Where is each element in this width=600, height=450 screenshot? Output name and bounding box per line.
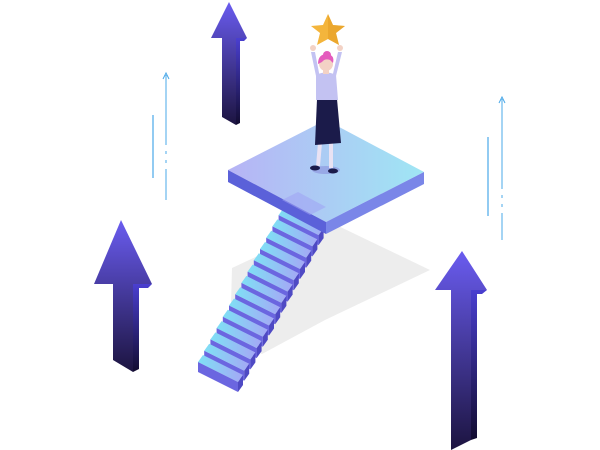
stair-side	[256, 341, 262, 359]
stair-side	[300, 262, 305, 279]
stair-tread	[222, 309, 268, 337]
stair-side	[318, 228, 324, 246]
stair-tread	[204, 343, 250, 371]
stair-side	[287, 284, 293, 302]
stair-tread	[247, 264, 293, 292]
stair-tread	[229, 298, 274, 326]
stair-side	[244, 363, 250, 381]
stair-tread	[266, 230, 312, 258]
stair-side	[262, 329, 268, 347]
stair-tread	[253, 253, 299, 281]
up-arrow-icon	[435, 251, 487, 450]
stair-tread	[272, 219, 318, 247]
stair-side	[275, 307, 281, 325]
up-arrow-icon	[211, 2, 247, 125]
stair-side	[281, 295, 287, 313]
stair-tread	[241, 275, 287, 303]
stair-riser	[198, 362, 238, 392]
person-icon	[310, 45, 343, 174]
thin-line-group-left	[152, 71, 170, 200]
staircase-icon	[198, 208, 324, 392]
stair-tread	[210, 332, 256, 360]
stair-tread	[216, 321, 262, 349]
stair-tread	[260, 242, 305, 269]
stair-tread	[198, 355, 243, 382]
stair-tread	[278, 208, 324, 236]
stair-side	[312, 239, 318, 257]
up-arrow-icon	[94, 220, 152, 372]
thin-line-group-right	[487, 95, 506, 240]
stair-side	[293, 273, 299, 291]
star-icon	[311, 14, 345, 45]
stair-tread	[235, 287, 281, 315]
stair-side	[306, 250, 312, 268]
stair-side	[238, 375, 243, 392]
stair-side	[250, 352, 256, 370]
stair-side	[269, 318, 274, 336]
